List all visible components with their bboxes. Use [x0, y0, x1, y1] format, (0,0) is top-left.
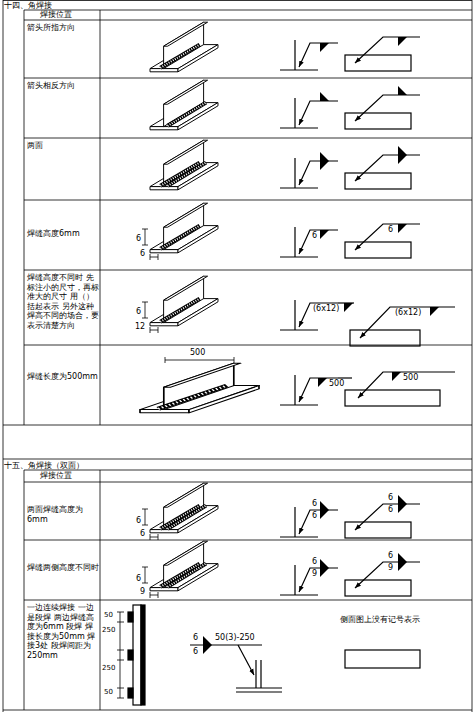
row-label: 一边连续焊接 一边是段焊 两边焊缝高度为6mm 段焊 焊接长度为50mm 焊接3… [27, 603, 99, 661]
weld-size: (6x12) [313, 304, 339, 314]
weld-size: 6 [312, 231, 317, 241]
row-label: 箭头相反方向 [27, 81, 99, 91]
weld-size: 9 [312, 569, 317, 579]
row-double-unequal [142, 541, 420, 598]
row-double-equal [142, 483, 420, 540]
weld-size: 6 [312, 557, 317, 567]
dimension-value: 9 [140, 587, 145, 597]
dimension-value: 50 [104, 688, 113, 696]
section-heading: 十五、角焊接（双面） [4, 461, 84, 471]
dimension-value: 6 [140, 529, 145, 539]
row-both-sides [150, 140, 420, 190]
weld-size: 6 [312, 499, 317, 509]
weld-size: 6 [388, 493, 393, 503]
weld-size: 6 [388, 505, 393, 515]
weld-length: 500 [403, 373, 418, 383]
row-arrow-side [150, 22, 420, 72]
dimension-value: 250 [102, 626, 115, 634]
table-header: 焊接位置 [40, 471, 72, 480]
row-label: 焊缝两侧高度不同时 [27, 563, 99, 573]
table-grid [3, 0, 472, 712]
row-label: 两面 [27, 141, 99, 151]
weld-length: 500 [329, 379, 344, 389]
section-heading: 十四、角焊接 [4, 1, 52, 11]
row-unequal-size [142, 276, 455, 346]
row-weld-length [140, 357, 455, 413]
weld-size: 6 [193, 647, 198, 657]
row-label: 箭头所指方向 [27, 23, 99, 33]
row-other-side [150, 80, 420, 130]
weld-size: 6 [388, 551, 393, 561]
weld-size: 9 [388, 563, 393, 573]
weld-size: 6 [312, 511, 317, 521]
row-intermittent [117, 605, 420, 705]
dimension-value: 6 [136, 307, 141, 317]
dimension-value: 6 [136, 234, 141, 244]
weld-size: (6x12) [395, 308, 421, 318]
row-weld-size [142, 203, 420, 260]
note: 侧面图上没有记号表示 [340, 615, 420, 625]
dimension-value: 500 [190, 348, 205, 358]
dimension-value: 6 [140, 249, 145, 259]
weld-size: 6 [193, 633, 198, 643]
dimension-value: 12 [135, 322, 145, 332]
dimension-value: 6 [136, 574, 141, 584]
row-label: 焊缝高度6mm [27, 229, 99, 239]
dimension-value: 50 [104, 611, 113, 619]
intermittent-spec: 50(3)-250 [215, 633, 255, 643]
dimension-value: 250 [102, 664, 115, 672]
weld-size: 6 [388, 225, 393, 235]
row-label: 焊缝高度不同时 先标注小的尺寸，再标准大的尺寸 用（）括起表示 另外这种焊高不同… [27, 273, 99, 331]
row-label: 两面焊缝高度为6mm [27, 505, 99, 524]
table-header: 焊接位置 [40, 10, 72, 19]
row-label: 焊缝长度为500mm [27, 372, 99, 382]
dimension-value: 6 [136, 516, 141, 526]
